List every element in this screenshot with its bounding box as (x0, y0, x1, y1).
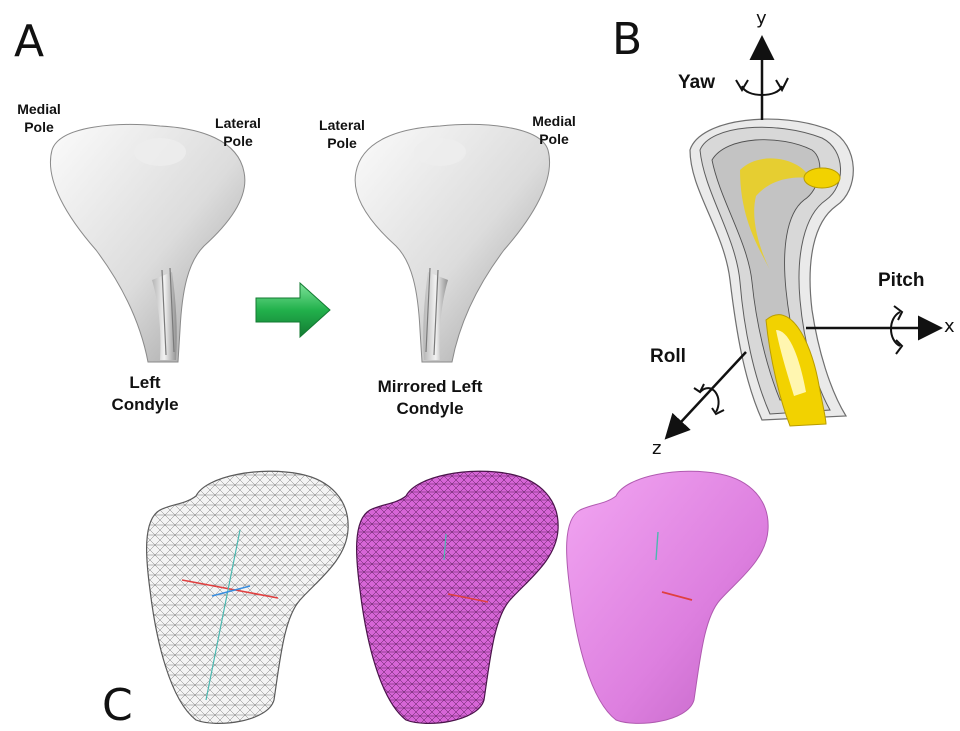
right-lateral-pole-label: Lateral Pole (312, 116, 372, 152)
pink-mesh-model (357, 471, 559, 723)
roll-label: Roll (650, 346, 686, 368)
panel-letter-b: B (612, 18, 642, 62)
right-caption-line1: Mirrored Left (360, 376, 500, 397)
pink-surface-model (567, 471, 769, 723)
wireframe-mesh-model (147, 471, 349, 723)
axis-x-label: x (944, 316, 955, 337)
left-caption-line2: Condyle (100, 394, 190, 415)
left-condyle-model (50, 125, 244, 362)
left-caption-line1: Left (100, 372, 190, 393)
right-caption-line2: Condyle (360, 398, 500, 419)
mirrored-condyle-model (355, 125, 549, 362)
axis-y-label: y (756, 8, 767, 29)
panel-letter-a: A (14, 20, 44, 64)
pitch-label: Pitch (878, 270, 924, 292)
left-medial-pole-label: Medial Pole (14, 100, 64, 136)
axis-z-label: z (652, 438, 661, 459)
transform-arrow (256, 283, 330, 337)
left-lateral-pole-label: Lateral Pole (208, 114, 268, 150)
right-medial-pole-label: Medial Pole (526, 112, 582, 148)
pose-axes-diagram (668, 40, 938, 436)
yaw-label: Yaw (678, 72, 715, 94)
panel-letter-c: C (102, 684, 133, 728)
